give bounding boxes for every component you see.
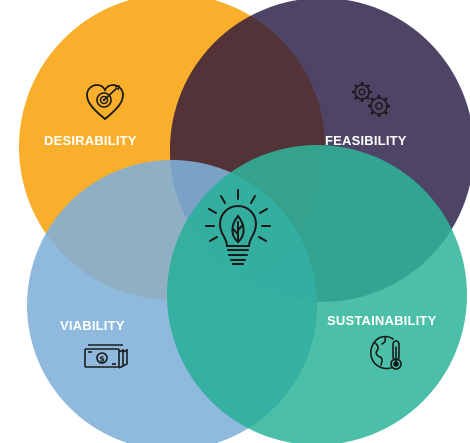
- desirability-label: DESIRABILITY: [44, 133, 137, 148]
- svg-text:$: $: [99, 355, 105, 364]
- heart-target-icon: [86, 84, 124, 121]
- gears-icon: [352, 82, 390, 117]
- feasibility-label: FEASIBILITY: [325, 133, 407, 148]
- viability-label: VIABILITY: [60, 318, 125, 333]
- globe-thermometer-icon: [370, 335, 402, 370]
- money-stack-icon: $: [84, 344, 128, 369]
- bottom-overlap: [167, 160, 317, 443]
- lightbulb-leaf-icon: [205, 189, 271, 265]
- sustainability-circle: [167, 145, 467, 443]
- sustainability-label: SUSTAINABILITY: [327, 313, 437, 328]
